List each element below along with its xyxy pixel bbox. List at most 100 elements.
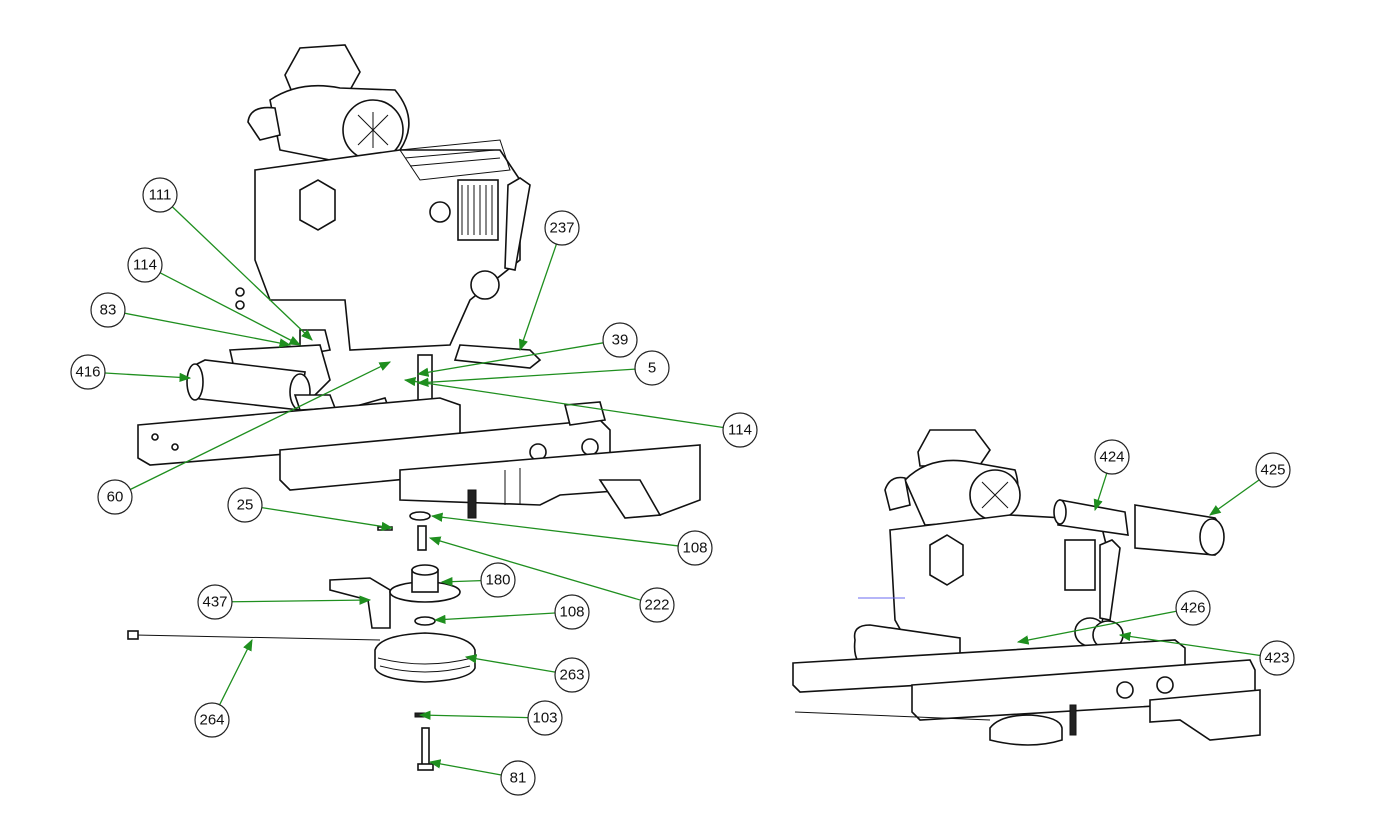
callout-416: 416: [70, 354, 192, 390]
callout-number: 237: [549, 220, 574, 237]
callout-180: 180: [440, 562, 516, 598]
callout-bubble: [90, 292, 126, 328]
inset-engine-cover: [917, 429, 991, 467]
bolt-81: [421, 727, 430, 769]
leader-line: [171, 206, 313, 341]
leader-line: [231, 595, 372, 605]
callout-bubble: [1094, 439, 1130, 475]
callout-bubble: [127, 247, 163, 283]
callout-81: 81: [428, 759, 536, 796]
callout-number: 425: [1260, 462, 1285, 479]
leader-line: [428, 759, 502, 776]
callout-number: 108: [682, 540, 707, 557]
callout-108: 108: [433, 594, 590, 630]
leader-line: [129, 361, 392, 491]
callout-bubble: [677, 530, 713, 566]
leader-line: [261, 506, 394, 531]
oil-filter: [470, 270, 500, 300]
callout-number: 5: [648, 360, 656, 377]
callout-number: 114: [728, 422, 752, 439]
callout-number: 423: [1264, 650, 1289, 667]
callout-425: 425: [1209, 452, 1291, 516]
callout-bubble: [1175, 590, 1211, 626]
clutch-bracket: [329, 577, 391, 629]
callout-83: 83: [90, 292, 292, 348]
oil-cooler: [457, 179, 499, 241]
leader-line: [403, 376, 724, 429]
callout-number: 83: [100, 302, 117, 319]
callout-bubble: [554, 594, 590, 630]
callout-264: 264: [194, 638, 253, 738]
crankshaft: [417, 354, 433, 401]
engine-cover: [284, 44, 361, 93]
callout-number: 222: [644, 597, 669, 614]
leader-line: [1209, 479, 1260, 516]
callout-bubble: [527, 700, 563, 736]
callout-263: 263: [464, 654, 590, 693]
callout-bubble: [1259, 640, 1295, 676]
leader-line: [428, 536, 641, 601]
callout-bubble: [480, 562, 516, 598]
callout-number: 25: [237, 497, 254, 514]
clutch-wire-connector: [127, 630, 139, 640]
callout-bubble: [722, 412, 758, 448]
callout-103: 103: [418, 700, 563, 736]
key-222: [417, 525, 427, 551]
leader-line: [416, 342, 604, 377]
callout-108: 108: [430, 512, 713, 566]
callout-bubble: [1255, 452, 1291, 488]
callout-number: 114: [133, 257, 157, 274]
drain-hose: [453, 344, 542, 369]
callout-number: 263: [559, 667, 584, 684]
callout-bubble: [142, 177, 178, 213]
callout-number: 111: [149, 187, 172, 204]
callout-111: 111: [142, 177, 313, 341]
callout-39: 39: [416, 322, 638, 377]
callout-number: 437: [202, 594, 227, 611]
leader-line: [104, 372, 192, 383]
callout-number: 416: [75, 364, 100, 381]
callout-number: 426: [1180, 600, 1205, 617]
leader-line: [430, 512, 679, 547]
intake-elbow: [247, 106, 281, 141]
callout-426: 426: [1016, 590, 1211, 645]
main-engine-assembly: [127, 44, 701, 771]
callout-bubble: [227, 487, 263, 523]
leader-line: [464, 654, 556, 673]
callout-bubble: [70, 354, 106, 390]
callout-60: 60: [97, 361, 392, 515]
callout-114: 114: [127, 247, 302, 346]
callout-number: 180: [485, 572, 510, 589]
engine-badge: [299, 179, 336, 231]
leader-line: [1118, 631, 1261, 657]
callout-bubble: [97, 479, 133, 515]
callout-bubble: [634, 350, 670, 386]
callout-bubble: [544, 210, 580, 246]
clutch-263: [374, 632, 476, 683]
inset-engine-view: [792, 429, 1261, 746]
leader-line: [519, 243, 558, 352]
callout-bubble: [602, 322, 638, 358]
leader-line: [124, 312, 292, 348]
callout-number: 81: [510, 770, 527, 787]
callout-number: 60: [107, 489, 124, 506]
callout-5: 5: [416, 350, 670, 387]
callout-number: 264: [199, 712, 224, 729]
leader-line: [440, 576, 482, 587]
callout-237: 237: [519, 210, 580, 352]
callout-25: 25: [227, 487, 394, 531]
callout-423: 423: [1118, 631, 1295, 676]
callout-number: 424: [1099, 449, 1124, 466]
callout-437: 437: [197, 584, 372, 620]
callout-number: 103: [532, 710, 557, 727]
callout-number: 39: [612, 332, 629, 349]
callout-114: 114: [403, 376, 758, 448]
dipstick-tube: [504, 177, 531, 271]
callout-bubble: [194, 702, 230, 738]
callout-layer: 111 114 83 416 237 39 5 114 60 25 108 222 180 437 108 2…: [70, 177, 1295, 796]
callout-bubble: [500, 760, 536, 796]
callout-424: 424: [1093, 439, 1130, 512]
callout-bubble: [639, 587, 675, 623]
leader-line: [418, 710, 529, 720]
